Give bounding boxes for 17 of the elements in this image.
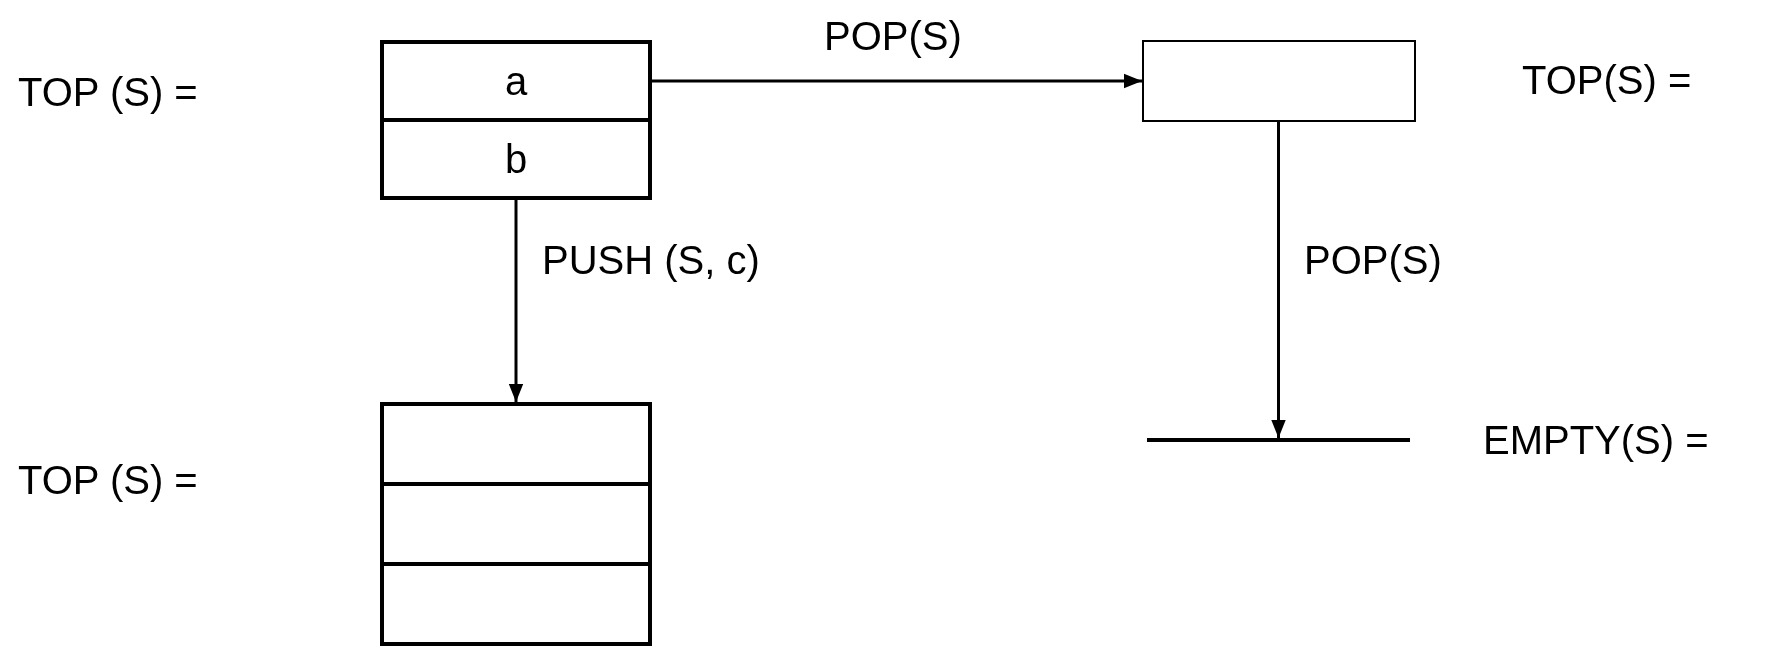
operation-result-label: TOP(S) = <box>1522 60 1692 100</box>
stack-cell <box>382 564 650 644</box>
cell-text: b <box>504 139 528 179</box>
stack-box <box>1142 40 1416 122</box>
arrow <box>652 73 1142 89</box>
cell-text: a <box>504 61 528 101</box>
arrow <box>508 200 524 402</box>
stack-cell <box>382 404 650 484</box>
stack-cell <box>382 484 650 564</box>
operation-result-label: TOP (S) = <box>18 72 198 112</box>
arrow <box>1271 122 1286 438</box>
stack-box <box>380 402 652 646</box>
stack-cell <box>382 120 650 198</box>
operation-result-label: EMPTY(S) = <box>1483 420 1709 460</box>
stack-box <box>380 40 652 200</box>
stack-cell <box>382 42 650 120</box>
operation-result-label: TOP (S) = <box>18 460 198 500</box>
